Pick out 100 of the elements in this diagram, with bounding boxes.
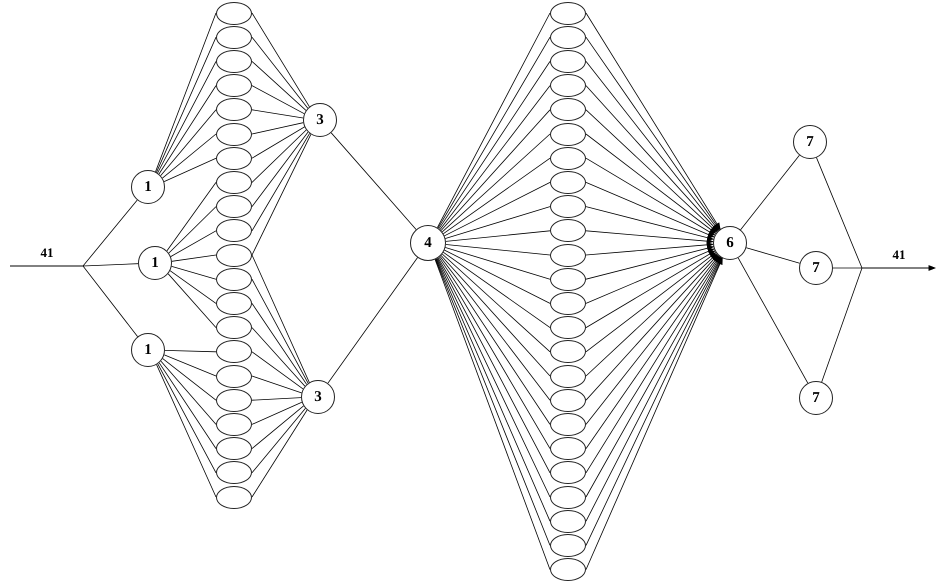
connector-line <box>440 255 550 376</box>
connector-line <box>252 36 308 109</box>
ellipse-node <box>550 26 586 49</box>
ellipse-node <box>216 50 252 73</box>
connector-line <box>162 358 216 401</box>
ellipse-node <box>550 437 586 460</box>
ellipse-node <box>550 170 586 194</box>
arrow <box>586 253 718 376</box>
connector-line <box>440 85 550 230</box>
connector-line <box>746 247 800 264</box>
ellipse-node <box>550 292 586 315</box>
ellipse-node <box>216 170 252 194</box>
ellipse-node <box>550 340 586 364</box>
ellipse-node <box>216 461 252 484</box>
connector-line <box>252 327 306 387</box>
connector-line <box>252 61 306 111</box>
ellipse-node <box>216 268 252 291</box>
connector-line <box>162 134 216 178</box>
ellipse-node <box>216 388 252 412</box>
connector-line <box>168 273 216 328</box>
arrow <box>586 250 716 328</box>
ellipse-node <box>550 268 586 291</box>
ellipse-node <box>550 244 586 266</box>
connector-line <box>252 410 308 498</box>
ellipse-node <box>550 316 586 340</box>
circle-node: 3 <box>301 380 335 414</box>
ellipse-node <box>216 292 252 315</box>
connector-line <box>444 182 550 236</box>
ellipse-node <box>216 26 252 49</box>
ellipse-node <box>216 122 252 146</box>
arrow <box>586 246 714 280</box>
ellipse-node <box>216 412 252 436</box>
ellipse-node <box>550 534 586 557</box>
connector-line <box>166 182 216 252</box>
arrow <box>586 85 718 232</box>
arrow <box>586 182 715 238</box>
ellipse-node <box>550 219 586 242</box>
ellipse-node <box>550 122 586 146</box>
connector-line <box>252 376 302 394</box>
connector-line <box>252 132 308 207</box>
circle-node: 1 <box>138 246 172 280</box>
connector-line <box>156 364 216 498</box>
ellipse-node <box>216 219 252 242</box>
connector-line <box>330 132 416 230</box>
connector-line <box>442 134 550 232</box>
ellipse-node <box>216 146 252 170</box>
connector-line <box>442 254 550 352</box>
connector-line <box>10 266 138 337</box>
connector-line <box>444 250 550 304</box>
ellipse-node <box>550 74 586 98</box>
connector-line <box>443 158 550 234</box>
connector-line <box>446 244 550 256</box>
connector-line <box>740 154 800 230</box>
ellipse-node <box>216 340 252 364</box>
connector-line <box>160 360 216 425</box>
connector-line <box>252 130 307 183</box>
connector-line <box>157 61 216 174</box>
connector-line <box>157 364 216 474</box>
connector-line <box>445 206 550 239</box>
ellipse-node <box>550 195 586 218</box>
arrow <box>586 206 714 240</box>
connector-line <box>155 12 216 172</box>
arrow <box>586 242 714 256</box>
circle-node: 4 <box>410 225 446 261</box>
arrow <box>586 109 718 233</box>
connector-line <box>170 230 216 257</box>
connector-line <box>252 397 302 401</box>
circle-node: 7 <box>799 381 833 415</box>
ellipse-node <box>550 388 586 412</box>
ellipse-node <box>550 2 586 24</box>
connector-line <box>446 230 550 242</box>
connector-line <box>328 257 418 384</box>
connector-line <box>443 252 550 328</box>
ellipse-node <box>216 486 252 508</box>
connector-line <box>168 206 216 254</box>
ellipse-node <box>550 486 586 508</box>
ellipse-node <box>550 461 586 484</box>
connector-line <box>172 254 216 262</box>
ellipse-node <box>550 510 586 533</box>
ellipse-node <box>216 316 252 340</box>
connector-line <box>252 303 307 385</box>
connector-line <box>252 133 310 232</box>
connector-line <box>252 122 304 134</box>
connector-line <box>156 36 216 173</box>
arrow <box>586 230 714 244</box>
ellipse-node <box>550 98 586 122</box>
circle-node: 6 <box>713 226 747 260</box>
ellipse-node <box>216 74 252 98</box>
ellipse-node <box>216 244 252 266</box>
ellipse-node <box>550 146 586 170</box>
connector-line <box>160 109 216 176</box>
ellipse-node <box>216 195 252 218</box>
circle-node: 7 <box>799 251 833 285</box>
connector-line <box>445 247 550 280</box>
connector-line <box>252 351 304 390</box>
connector-line <box>252 254 310 383</box>
arrow <box>586 248 715 304</box>
arrow <box>821 265 936 382</box>
connector-line <box>440 109 550 231</box>
connector-line <box>252 278 308 384</box>
